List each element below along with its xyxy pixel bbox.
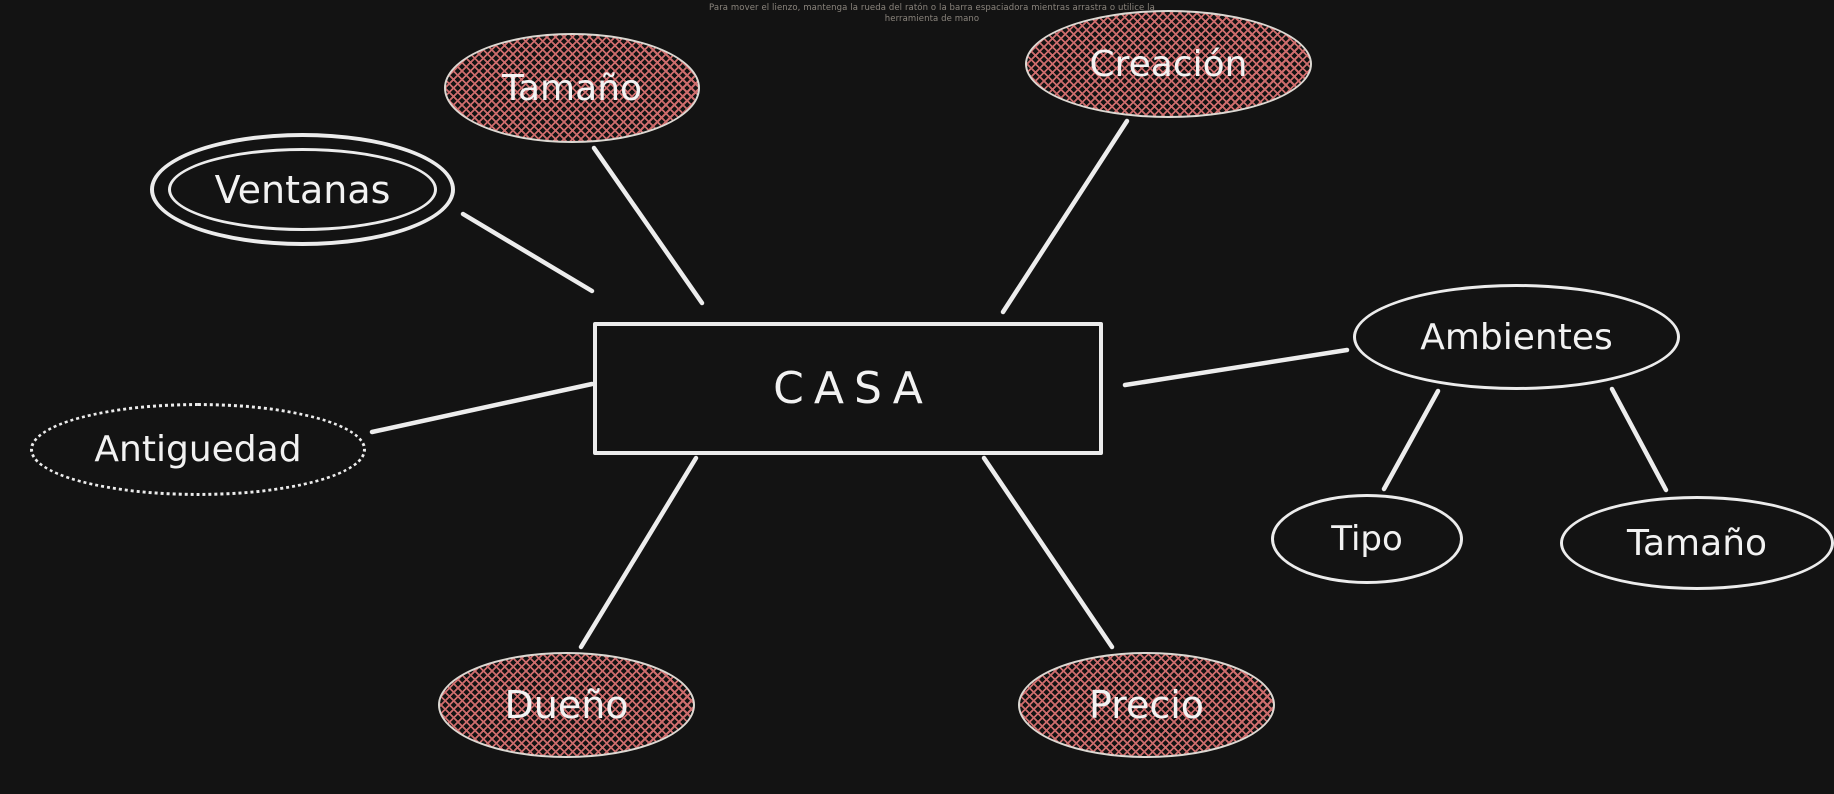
node-ambientes[interactable]: Ambientes (1353, 284, 1680, 390)
node-creacion-label: Creación (1089, 43, 1248, 85)
node-tamano-right-label: Tamaño (1626, 522, 1768, 564)
node-antiguedad-label: Antiguedad (94, 429, 302, 470)
node-ventanas[interactable]: Ventanas (150, 133, 455, 246)
edge-creacion-casa[interactable] (1000, 118, 1130, 315)
node-ventanas-inner-outline (168, 148, 437, 231)
node-casa[interactable]: CASA (593, 322, 1103, 455)
node-tamano-right[interactable]: Tamaño (1560, 496, 1834, 590)
node-dueno[interactable]: Dueño (438, 652, 695, 758)
node-tipo-label: Tipo (1331, 519, 1403, 559)
edge-antiguedad-casa[interactable] (369, 381, 595, 435)
node-ambientes-label: Ambientes (1420, 316, 1613, 358)
node-dueno-label: Dueño (504, 683, 629, 727)
node-creacion[interactable]: Creación (1025, 10, 1312, 118)
node-tamano-top[interactable]: Tamaño (444, 33, 700, 143)
edge-ambientes-tipo[interactable] (1381, 388, 1441, 492)
node-casa-label: CASA (773, 363, 933, 414)
node-antiguedad[interactable]: Antiguedad (30, 403, 366, 496)
edge-casa-precio[interactable] (981, 455, 1115, 650)
canvas-pan-hint: Para mover el lienzo, mantenga la rueda … (700, 3, 1164, 25)
edge-casa-ambientes[interactable] (1122, 347, 1350, 388)
edge-ambientes-tamano[interactable] (1609, 386, 1669, 493)
node-ventanas-label: Ventanas (214, 167, 391, 212)
edge-casa-dueno[interactable] (578, 455, 699, 650)
node-tipo[interactable]: Tipo (1271, 494, 1463, 584)
hint-line-2: herramienta de mano (884, 14, 980, 24)
edge-tamano-casa[interactable] (591, 145, 705, 306)
node-precio[interactable]: Precio (1018, 652, 1275, 758)
hint-line-1: Para mover el lienzo, mantenga la rueda … (709, 3, 1155, 13)
edge-ventanas-casa[interactable] (460, 211, 595, 294)
node-precio-label: Precio (1088, 683, 1205, 727)
node-tamano-top-label: Tamaño (501, 67, 643, 109)
